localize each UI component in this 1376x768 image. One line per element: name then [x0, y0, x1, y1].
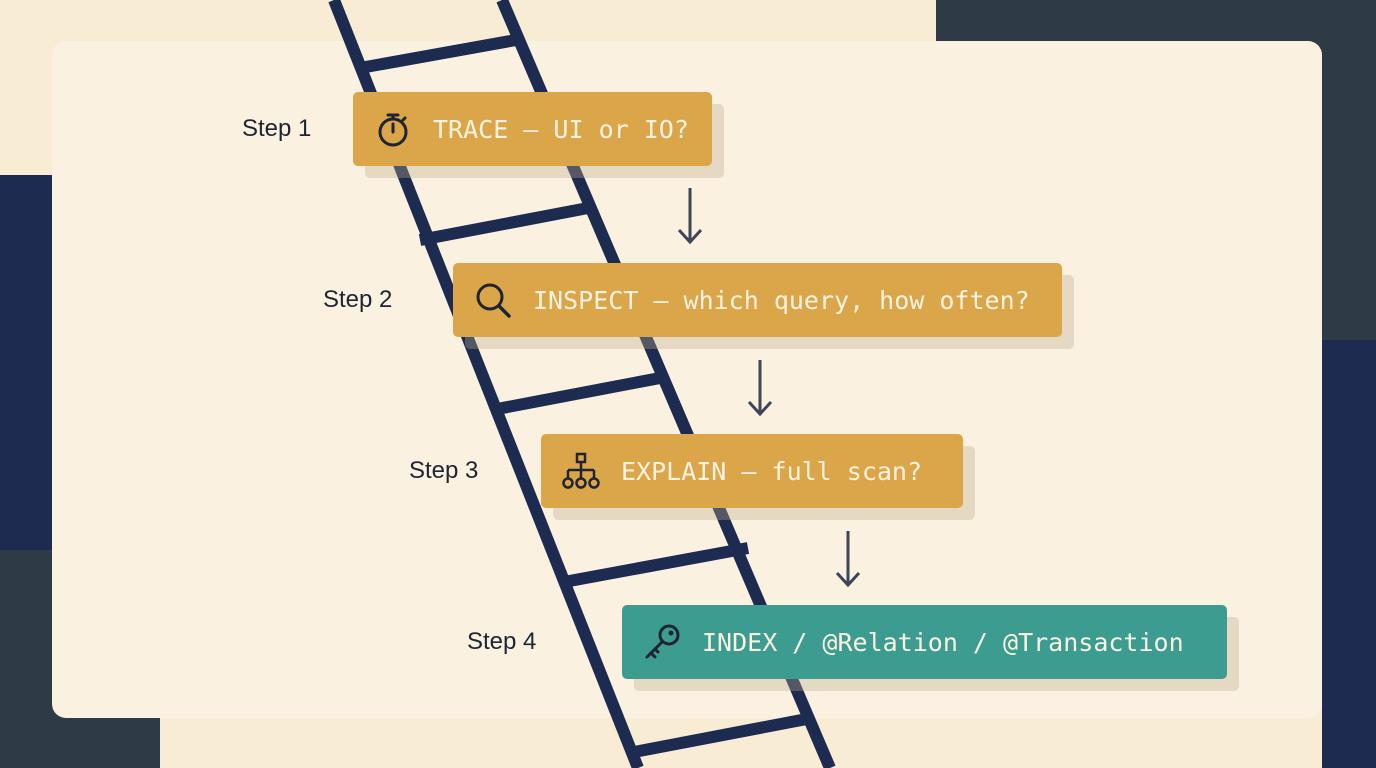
step-label: Step 1 [242, 115, 312, 142]
ladder-rung [562, 542, 750, 588]
step-label: Step 3 [409, 457, 479, 484]
step-text: INSPECT — which query, how often? [533, 285, 1030, 315]
step-box-explain: EXPLAIN — full scan? [541, 434, 963, 508]
step-label: Step 2 [323, 286, 393, 313]
step-box-inspect: INSPECT — which query, how often? [453, 263, 1062, 337]
step-box-trace: TRACE — UI or IO? [353, 92, 712, 166]
background-navy-block [0, 175, 60, 550]
ladder-rung [418, 202, 590, 246]
ladder-rung [358, 34, 518, 74]
stopwatch-icon [378, 113, 408, 147]
step-label: Step 4 [467, 628, 537, 655]
background-navy-block-right [1320, 340, 1376, 768]
hierarchy-icon [562, 452, 600, 489]
ladder-rung [490, 372, 662, 416]
down-arrow-icon [835, 531, 861, 588]
down-arrow-icon [677, 188, 703, 245]
ladder-rung [632, 712, 814, 758]
step-text: INDEX / @Relation / @Transaction [702, 627, 1184, 657]
key-icon [645, 624, 680, 659]
magnifier-icon [476, 283, 511, 318]
step-text: EXPLAIN — full scan? [621, 456, 923, 486]
step-text: TRACE — UI or IO? [433, 114, 689, 144]
down-arrow-icon [747, 360, 773, 417]
step-box-index: INDEX / @Relation / @Transaction [622, 605, 1227, 679]
